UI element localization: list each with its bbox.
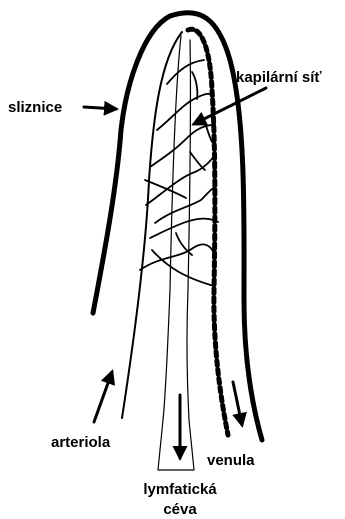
venule-vessel — [188, 29, 228, 435]
label-arteriola: arteriola — [51, 434, 111, 451]
label-lymfaticka: lymfatická — [143, 481, 217, 498]
label-sliznice: sliznice — [8, 99, 62, 116]
label-ceva: céva — [163, 501, 197, 518]
arteriola-flow-arrow — [94, 372, 112, 422]
venula-flow-arrow — [233, 382, 242, 425]
arteriole-vessel — [122, 32, 182, 418]
kapilarni-sit-arrow — [194, 88, 266, 124]
label-venula: venula — [207, 452, 255, 469]
capillary-network — [140, 60, 218, 286]
label-kapilarni-sit: kapilární síť — [236, 69, 322, 86]
sliznice-arrow — [84, 107, 116, 109]
